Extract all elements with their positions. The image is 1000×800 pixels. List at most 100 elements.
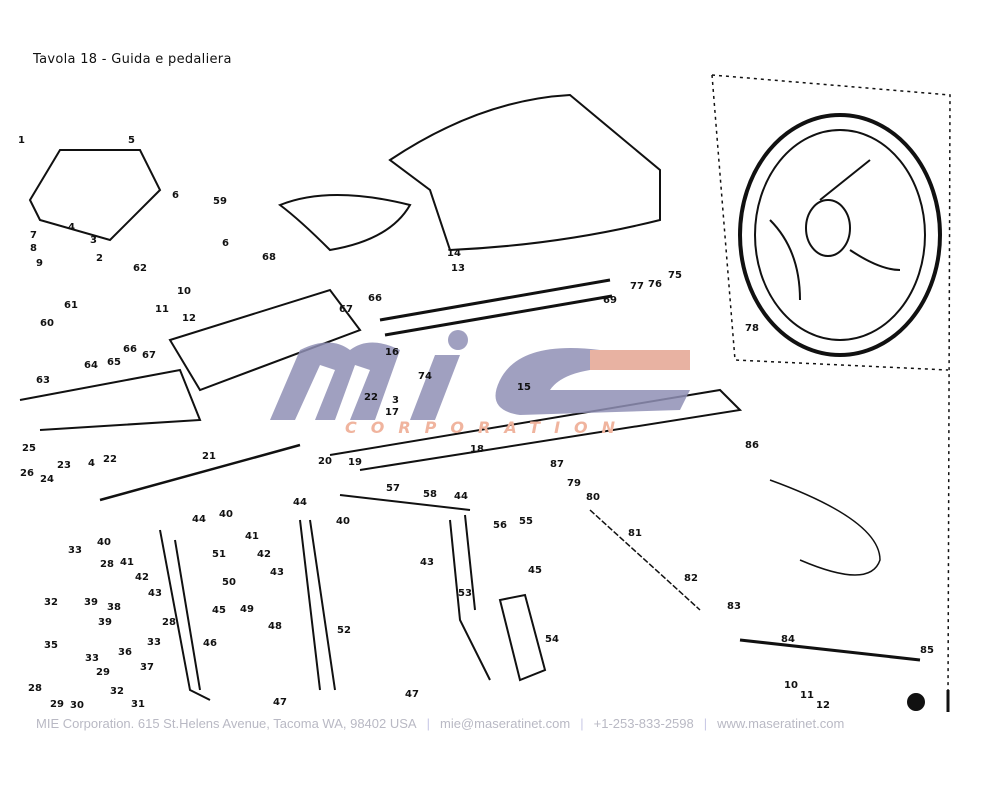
part-number-label: 17: [385, 407, 399, 418]
part-number-label: 67: [142, 350, 156, 361]
column-shroud: [277, 194, 412, 252]
part-number-label: 28: [162, 617, 176, 628]
part-number-label: 3: [90, 235, 97, 246]
handbrake-lever: [739, 638, 921, 662]
part-number-label: 6: [172, 190, 179, 201]
part-number-label: 40: [97, 537, 111, 548]
part-number-label: 2: [96, 253, 103, 264]
steering-wheel: [738, 113, 942, 357]
part-number-label: 86: [745, 440, 759, 451]
part-number-label: 41: [120, 557, 134, 568]
mount-bracket: [28, 149, 162, 242]
part-number-label: 56: [493, 520, 507, 531]
part-number-label: 57: [386, 483, 400, 494]
part-number-label: 60: [40, 318, 54, 329]
part-number-label: 80: [586, 492, 600, 503]
ignition-wire: [769, 479, 881, 576]
part-number-label: 10: [784, 680, 798, 691]
part-number-label: 14: [447, 248, 461, 259]
part-number-label: 83: [727, 601, 741, 612]
part-number-label: 32: [110, 686, 124, 697]
part-number-label: 39: [98, 617, 112, 628]
footer-email[interactable]: mie@maseratinet.com: [439, 716, 571, 731]
part-number-label: 46: [203, 638, 217, 649]
part-number-label: 45: [212, 605, 226, 616]
part-number-label: 8: [30, 243, 37, 254]
part-number-label: 31: [131, 699, 145, 710]
part-number-label: 33: [147, 637, 161, 648]
part-number-label: 28: [28, 683, 42, 694]
part-number-label: 43: [420, 557, 434, 568]
part-number-label: 40: [219, 509, 233, 520]
part-number-label: 4: [88, 458, 95, 469]
footer-address: MIE Corporation. 615 St.Helens Avenue, T…: [36, 716, 417, 731]
steering-shaft-tube: [329, 388, 743, 471]
part-number-label: 63: [36, 375, 50, 386]
cable-81: [589, 509, 701, 611]
part-number-label: 43: [148, 588, 162, 599]
part-number-label: 29: [96, 667, 110, 678]
part-number-label: 48: [268, 621, 282, 632]
part-number-label: 38: [107, 602, 121, 613]
part-number-label: 18: [470, 444, 484, 455]
part-number-label: 49: [240, 604, 254, 615]
part-number-label: 21: [202, 451, 216, 462]
part-number-label: 42: [257, 549, 271, 560]
steering-column: [379, 278, 613, 337]
part-number-label: 37: [140, 662, 154, 673]
part-number-label: 68: [262, 252, 276, 263]
part-number-label: 42: [135, 572, 149, 583]
part-number-label: 47: [405, 689, 419, 700]
dashboard-cowl: [388, 93, 661, 252]
footer-phone: +1-253-833-2598: [593, 716, 694, 731]
part-number-label: 10: [177, 286, 191, 297]
part-number-label: 85: [920, 645, 934, 656]
footer-contact: MIE Corporation. 615 St.Helens Avenue, T…: [36, 716, 844, 731]
part-number-label: 13: [451, 263, 465, 274]
part-number-label: 33: [85, 653, 99, 664]
part-number-label: 82: [684, 573, 698, 584]
part-number-label: 77: [630, 281, 644, 292]
part-number-label: 66: [123, 344, 137, 355]
part-number-label: 25: [22, 443, 36, 454]
part-number-label: 15: [517, 382, 531, 393]
diagram-title: Tavola 18 - Guida e pedaliera: [33, 52, 232, 67]
lower-shaft: [99, 443, 301, 502]
pedal-arm-46: [159, 529, 211, 701]
part-number-label: 12: [182, 313, 196, 324]
part-number-label: 52: [337, 625, 351, 636]
part-number-label: 79: [567, 478, 581, 489]
footer-website[interactable]: www.maseratinet.com: [717, 716, 845, 731]
part-number-label: 41: [245, 531, 259, 542]
part-number-label: 74: [418, 371, 432, 382]
part-number-label: 50: [222, 577, 236, 588]
part-number-label: 19: [348, 457, 362, 468]
part-number-label: 1: [18, 135, 25, 146]
part-number-label: 64: [84, 360, 98, 371]
part-number-label: 22: [103, 454, 117, 465]
part-number-label: 3: [392, 395, 399, 406]
support-arm: [19, 368, 202, 431]
part-number-label: 44: [293, 497, 307, 508]
part-number-label: 22: [364, 392, 378, 403]
part-number-label: 55: [519, 516, 533, 527]
part-number-label: 53: [458, 588, 472, 599]
part-number-label: 4: [68, 222, 75, 233]
footer-separator: |: [703, 716, 708, 731]
steering-spokes: [769, 159, 901, 301]
wheel-frame-lower: [711, 74, 949, 371]
part-number-label: 40: [336, 516, 350, 527]
part-number-label: 30: [70, 700, 84, 711]
part-number-label: 7: [30, 230, 37, 241]
part-number-label: 62: [133, 263, 147, 274]
pedal-arm-52: [299, 519, 336, 691]
watermark-subtitle: CORPORATION: [345, 418, 630, 437]
part-number-label: 61: [64, 300, 78, 311]
part-number-label: 76: [648, 279, 662, 290]
part-number-label: 45: [528, 565, 542, 576]
part-number-label: 16: [385, 347, 399, 358]
part-number-label: 78: [745, 323, 759, 334]
part-number-label: 6: [222, 238, 229, 249]
